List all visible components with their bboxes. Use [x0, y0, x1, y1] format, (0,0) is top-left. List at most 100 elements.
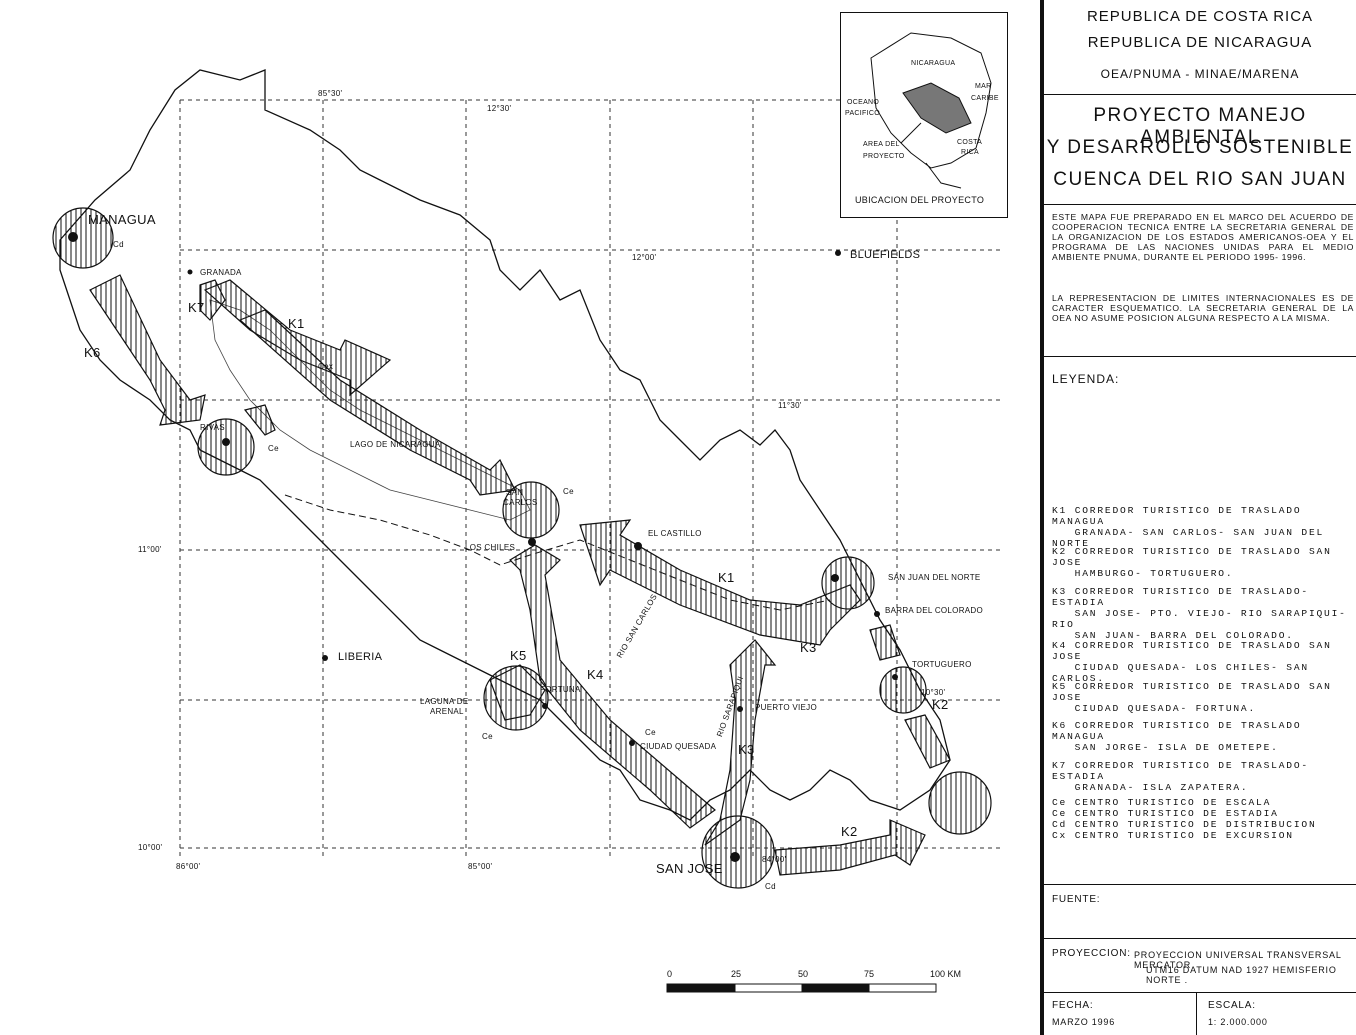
label-el-castillo: EL CASTILLO	[648, 529, 702, 538]
corridor-k2-coast	[869, 624, 951, 769]
label-cd-managua: Cd	[113, 240, 124, 249]
coord-lat6: 10°00'	[138, 843, 163, 852]
corridor-k2-lower	[774, 819, 926, 876]
coord-lon4: 84°00'	[762, 855, 787, 864]
legend-centers: Ce CENTRO TURISTICO DE ESCALA Ce CENTRO …	[1052, 797, 1317, 841]
scale-25: 25	[731, 969, 742, 979]
center-san-carlos	[502, 481, 560, 539]
label-bluefields: BLUEFIELDS	[850, 249, 921, 261]
label-san-jose: SAN JOSE	[656, 861, 723, 876]
scale-75: 75	[864, 969, 875, 979]
label-ciudad-quesada: CIUDAD QUESADA	[640, 742, 717, 751]
label-fortuna: FORTUNA	[540, 685, 581, 694]
coord-lat4: 11°00'	[138, 545, 162, 554]
label-san: SAN	[506, 488, 524, 497]
fecha-label: FECHA:	[1052, 1000, 1094, 1011]
inset-oceano: OCEANO	[847, 99, 880, 106]
proyeccion-label: PROYECCION:	[1052, 948, 1131, 959]
inset-pacifico: PACIFICO	[845, 110, 880, 117]
header-line3: OEA/PNUMA - MINAE/MARENA	[1100, 67, 1300, 81]
corridor-k6-rivas	[243, 404, 276, 436]
center-san-jose	[701, 815, 775, 889]
label-puerto-viejo: PUERTO VIEJO	[755, 703, 817, 712]
label-k2: K2	[841, 824, 858, 839]
title-block: REPUBLICA DE COSTA RICA REPUBLICA DE NIC…	[1040, 0, 1356, 1035]
label-ce-fortuna: Ce	[482, 732, 493, 741]
coord-lon3: 85°00'	[468, 862, 493, 871]
label-k5: K5	[510, 648, 527, 663]
legend-k4: K4 CORREDOR TURISTICO DE TRASLADO SAN JO…	[1052, 640, 1332, 684]
proyeccion-line2: UTM16 DATUM NAD 1927 HEMISFERIO NORTE .	[1146, 965, 1337, 985]
town-dots	[68, 232, 898, 862]
corridor-k3	[704, 639, 777, 846]
label-carlos: CARLOS	[503, 498, 538, 507]
label-cd-san-jose: Cd	[765, 882, 776, 891]
center-tortuguero	[879, 666, 927, 714]
corridor-k4	[509, 544, 716, 829]
map-svg	[52, 69, 1000, 993]
center-rivas	[197, 418, 255, 476]
center-fortuna	[483, 665, 549, 731]
label-ce-cq: Ce	[645, 728, 656, 737]
label-sjn: SAN JUAN DEL NORTE	[888, 573, 981, 582]
label-k4: K4	[587, 667, 604, 682]
label-cex: Cex	[318, 362, 334, 371]
project-title-3: CUENCA DEL RIO SAN JUAN	[1053, 169, 1347, 190]
label-k7: K7	[188, 300, 205, 315]
label-k3: K3	[738, 742, 755, 757]
inset-rica: RICA	[961, 149, 979, 156]
scale-bar	[666, 983, 937, 993]
location-inset: NICARAGUA MAR CARIBE OCEANO PACIFICO ARE…	[840, 12, 1008, 218]
escala-label: ESCALA:	[1208, 1000, 1256, 1011]
coord-lon2: 86°00'	[176, 862, 201, 871]
label-laguna: LAGUNA DE	[420, 697, 469, 706]
label-k3-river: K3	[800, 640, 817, 655]
center-extra	[928, 771, 992, 835]
inset-nicaragua: NICARAGUA	[911, 60, 956, 67]
divider	[1044, 884, 1356, 885]
label-k2-coast: K2	[932, 697, 949, 712]
corridor-k1-lake	[238, 309, 516, 496]
label-ce-san-carlos: Ce	[563, 487, 574, 496]
center-san-juan-del-norte	[821, 556, 875, 610]
label-barra: BARRA DEL COLORADO	[885, 606, 984, 615]
note-boundaries: LA REPRESENTACION DE LIMITES INTERNACION…	[1052, 293, 1354, 323]
legend-k1: K1 CORREDOR TURISTICO DE TRASLADO MANAGU…	[1052, 505, 1325, 549]
legend-k2: K2 CORREDOR TURISTICO DE TRASLADO SAN JO…	[1052, 546, 1332, 579]
inset-caribe: CARIBE	[971, 95, 999, 102]
note-cooperation: ESTE MAPA FUE PREPARADO EN EL MARCO DEL …	[1052, 212, 1354, 262]
tourist-centers	[52, 207, 992, 889]
scale-0: 0	[667, 969, 673, 979]
label-k1-river: K1	[718, 570, 735, 585]
inset-proyecto: PROYECTO	[863, 153, 905, 160]
divider-vertical	[1196, 992, 1197, 1035]
project-title-1: PROYECTO MANEJO AMBIENTAL	[1093, 105, 1307, 148]
label-tortuguero: TORTUGUERO	[912, 660, 972, 669]
label-arenal: ARENAL	[430, 707, 464, 716]
inset-mar: MAR	[975, 83, 992, 90]
legend-k3: K3 CORREDOR TURISTICO DE TRASLADO-ESTADI…	[1052, 586, 1347, 641]
label-k6: K6	[84, 345, 101, 360]
divider	[1044, 204, 1356, 205]
label-rivas: RIVAS	[200, 423, 225, 432]
fuente-label: FUENTE:	[1052, 894, 1101, 905]
corridor-k6	[89, 274, 206, 426]
corridor-k1-north	[203, 279, 392, 397]
legend-k5: K5 CORREDOR TURISTICO DE TRASLADO SAN JO…	[1052, 681, 1332, 714]
divider	[1044, 938, 1356, 939]
label-liberia: LIBERIA	[338, 651, 383, 663]
coord-lat3: 11°30'	[778, 401, 802, 410]
label-ce-rivas: Ce	[268, 444, 279, 453]
divider	[1044, 94, 1356, 95]
label-managua: MANAGUA	[88, 212, 156, 227]
header-line2: REPUBLICA DE NICARAGUA	[1087, 34, 1313, 51]
label-los-chiles: LOS CHILES	[465, 543, 516, 552]
corridor-arrows	[89, 274, 951, 876]
label-granada: GRANADA	[200, 268, 242, 277]
inset-area: AREA DEL	[863, 141, 900, 148]
coord-lat2: 12°00'	[632, 253, 657, 262]
legend-k6: K6 CORREDOR TURISTICO DE TRASLADO MANAGU…	[1052, 720, 1302, 753]
center-managua	[52, 207, 114, 269]
fecha-value: MARZO 1996	[1052, 1017, 1116, 1027]
scale-100: 100 KM	[930, 969, 962, 979]
